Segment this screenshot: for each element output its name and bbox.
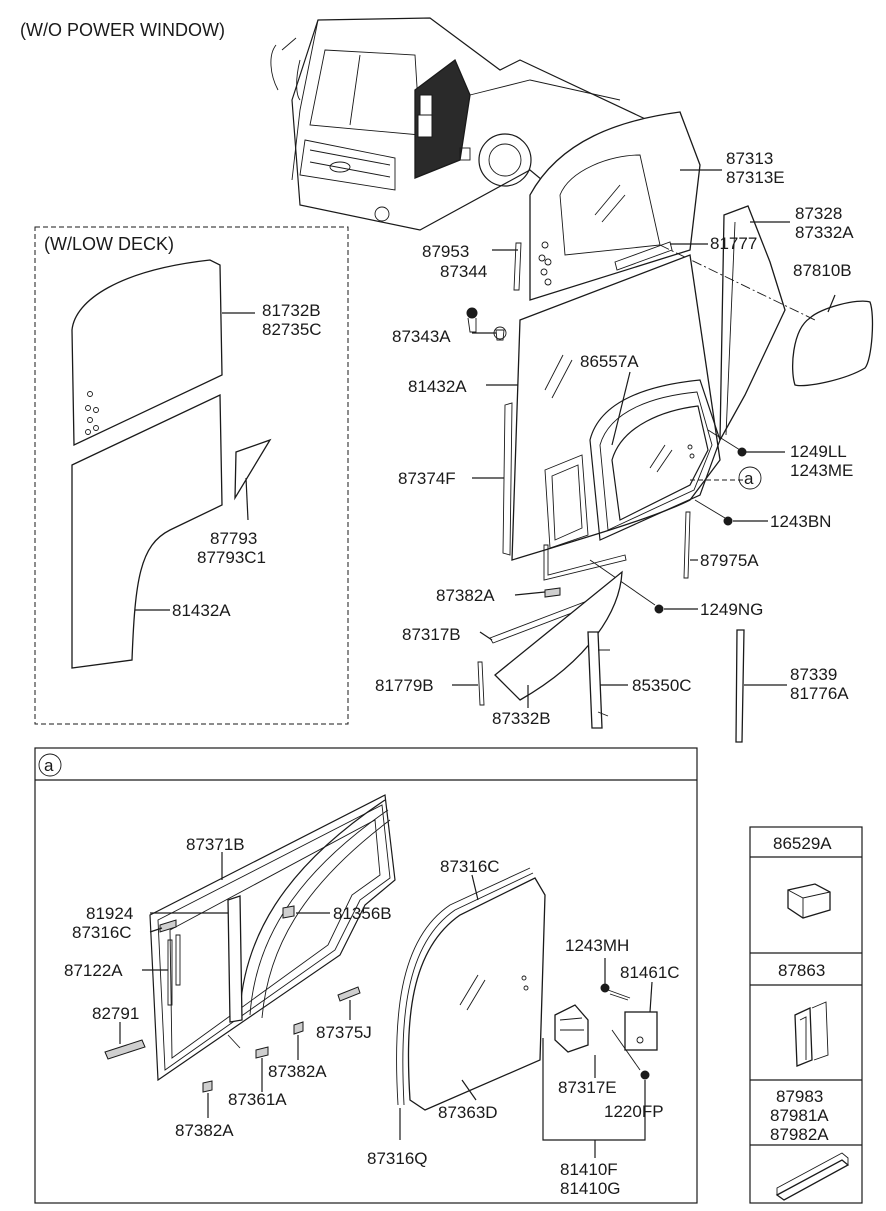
leader-lines-detail-a: [119, 852, 653, 1140]
main-assembly: [466, 111, 874, 743]
label-81432a-low: 81432A: [172, 601, 231, 620]
low-deck-panel: [34, 226, 349, 725]
label-87975a: 87975A: [700, 551, 759, 570]
label-1249ng: 1249NG: [700, 600, 763, 619]
label-81732b: 81732B: [262, 301, 321, 320]
label-87122a: 87122A: [64, 961, 123, 980]
leader-lines-main: [452, 169, 836, 708]
label-87332b: 87332B: [492, 709, 551, 728]
label-87339: 87339: [790, 665, 837, 684]
label-87313: 87313: [726, 149, 773, 168]
label-87981a: 87981A: [770, 1106, 829, 1125]
variant-title: (W/O POWER WINDOW): [20, 20, 225, 40]
label-85350c: 85350C: [632, 676, 692, 695]
label-81410f: 81410F: [560, 1160, 618, 1179]
label-87983: 87983: [776, 1087, 823, 1106]
callout-a-label: a: [744, 469, 754, 488]
label-1243me: 1243ME: [790, 461, 853, 480]
label-87371b: 87371B: [186, 835, 245, 854]
label-87375j: 87375J: [316, 1023, 372, 1042]
side-parts-table: [749, 826, 863, 1204]
label-87316c-top: 87316C: [440, 857, 500, 876]
label-87382a-main: 87382A: [436, 586, 495, 605]
label-87361a: 87361A: [228, 1090, 287, 1109]
label-86557a: 86557A: [580, 352, 639, 371]
label-87328: 87328: [795, 204, 842, 223]
label-87382a-bottom: 87382A: [175, 1121, 234, 1140]
label-87982a: 87982A: [770, 1125, 829, 1144]
label-81777: 81777: [710, 234, 757, 253]
label-81356b: 81356B: [333, 904, 392, 923]
label-87313e: 87313E: [726, 168, 785, 187]
vehicle-illustration: [270, 17, 691, 231]
label-87344: 87344: [440, 262, 487, 281]
label-81410g: 81410G: [560, 1179, 621, 1198]
side-parts-icons: [775, 883, 850, 1201]
detail-a-title: a: [44, 756, 54, 775]
callout-a-circle: [738, 466, 762, 490]
label-87382a-detail: 87382A: [268, 1062, 327, 1081]
detail-a-parts: [104, 794, 658, 1158]
label-1249ll: 1249LL: [790, 442, 847, 461]
label-87953: 87953: [422, 242, 469, 261]
label-87316q: 87316Q: [367, 1149, 428, 1168]
label-81461c: 81461C: [620, 963, 680, 982]
detail-a-panel: [34, 747, 698, 1204]
label-86529a: 86529A: [773, 834, 832, 853]
label-1220fp: 1220FP: [604, 1102, 664, 1121]
label-82735c: 82735C: [262, 320, 322, 339]
low-deck-title: (W/LOW DECK): [44, 234, 174, 254]
label-87317e: 87317E: [558, 1078, 617, 1097]
detail-a-circle: [38, 753, 62, 777]
label-1243bn: 1243BN: [770, 512, 831, 531]
label-1243mh: 1243MH: [565, 936, 629, 955]
label-87363d: 87363D: [438, 1103, 498, 1122]
label-81779b: 81779B: [375, 676, 434, 695]
label-87316c-side: 87316C: [72, 923, 132, 942]
label-87793: 87793: [210, 529, 257, 548]
label-82791: 82791: [92, 1004, 139, 1023]
label-87343a: 87343A: [392, 327, 451, 346]
label-87374f: 87374F: [398, 469, 456, 488]
label-87793c1: 87793C1: [197, 548, 266, 567]
label-81432a-main: 81432A: [408, 377, 467, 396]
label-81776a: 81776A: [790, 684, 849, 703]
low-deck-parts: [71, 259, 272, 669]
label-87863: 87863: [778, 961, 825, 980]
label-87317b: 87317B: [402, 625, 461, 644]
label-87332a: 87332A: [795, 223, 854, 242]
label-87810b: 87810B: [793, 261, 852, 280]
label-81924: 81924: [86, 904, 133, 923]
